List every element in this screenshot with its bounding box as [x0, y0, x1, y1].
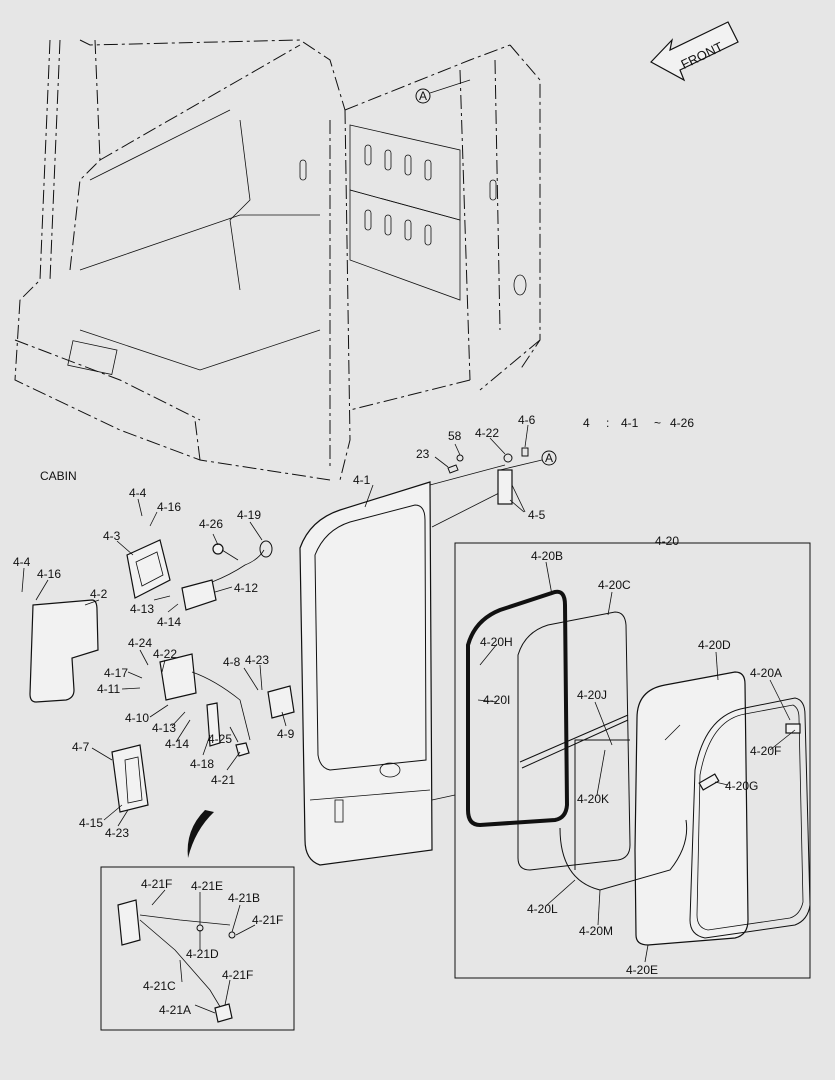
label-4-21c: 4-21C [143, 979, 176, 993]
label-4-20i: 4-20I [483, 693, 510, 707]
label-4-13: 4-13 [130, 602, 154, 616]
lock-assembly-4-12 [181, 540, 273, 611]
range-tilde: ~ [654, 416, 661, 430]
window-seal-4-20b [466, 589, 570, 828]
label-4-18: 4-18 [190, 757, 214, 771]
window-glass-4-20d [634, 671, 749, 946]
handle-4-7 [111, 744, 149, 813]
detail-pointer-arrow [187, 810, 214, 858]
label-4-20e: 4-20E [626, 963, 658, 977]
label-4-16: 4-16 [37, 567, 61, 581]
label-4-20c: 4-20C [598, 578, 631, 592]
cabin-label: CABIN [40, 469, 77, 483]
label-4-24: 4-24 [128, 636, 152, 650]
label-4-7: 4-7 [72, 740, 90, 754]
hinge-4-5 [447, 447, 529, 513]
window-seal-4-20a [689, 697, 811, 939]
window-frame-4-20c [517, 611, 631, 871]
part-4-3-plate [126, 539, 171, 599]
label-4-10: 4-10 [125, 711, 149, 725]
front-direction-arrow: FRONT [650, 21, 739, 82]
label-4-9: 4-9 [277, 727, 295, 741]
label-4-14: 4-14 [165, 737, 189, 751]
window-group-4-20-box [454, 542, 811, 979]
range-colon: : [606, 416, 609, 430]
channel-4-20k [574, 739, 630, 870]
label-23: 23 [416, 447, 430, 461]
label-4-21e: 4-21E [191, 879, 223, 893]
label-4-21f: 4-21F [141, 877, 172, 891]
cabin-frame [14, 39, 541, 481]
label-4-21d: 4-21D [186, 947, 219, 961]
label-4-20h: 4-20H [480, 635, 513, 649]
label-4-20b: 4-20B [531, 549, 563, 563]
label-4-6: 4-6 [518, 413, 536, 427]
label-4-20g: 4-20G [725, 779, 758, 793]
label-4-21f: 4-21F [222, 968, 253, 982]
svg-text:A: A [545, 451, 553, 465]
label-4-20a: 4-20A [750, 666, 782, 680]
detail-box-4-21 [100, 866, 295, 1031]
reference-a-door: A [499, 450, 557, 471]
label-4-23: 4-23 [105, 826, 129, 840]
detail-4-21-wiring [117, 899, 236, 1023]
label-4-17: 4-17 [104, 666, 128, 680]
label-4-4: 4-4 [13, 555, 31, 569]
range-to: 4-26 [670, 416, 694, 430]
label-4-21b: 4-21B [228, 891, 260, 905]
label-4-11: 4-11 [97, 682, 120, 696]
label-4-20l: 4-20L [527, 902, 558, 916]
label-58: 58 [448, 429, 462, 443]
label-4-1: 4-1 [353, 473, 371, 487]
latch-4-10 [159, 653, 295, 757]
label-4-20m: 4-20M [579, 924, 613, 938]
label-4-3: 4-3 [103, 529, 121, 543]
label-4-23: 4-23 [245, 653, 269, 667]
part-4-2-cover [29, 599, 99, 703]
label-4-20: 4-20 [655, 534, 679, 548]
label-4-15: 4-15 [79, 816, 103, 830]
label-4-22: 4-22 [475, 426, 499, 440]
part-labels: 4 : 4-1 ~ 4-26 CABIN 4-1 4-2 4-3 4-4 4-4… [13, 413, 782, 1017]
label-4-25: 4-25 [208, 732, 232, 746]
label-4-22: 4-22 [153, 647, 177, 661]
label-4-21: 4-21 [211, 773, 235, 787]
label-4-12: 4-12 [234, 581, 258, 595]
reference-a-top: A [415, 79, 471, 104]
label-4-16: 4-16 [157, 500, 181, 514]
label-4-13: 4-13 [152, 721, 176, 735]
range-group: 4 [583, 416, 590, 430]
leader-lines [21, 424, 796, 1014]
label-4-20d: 4-20D [698, 638, 731, 652]
svg-text:A: A [419, 89, 427, 103]
range-from: 4-1 [621, 416, 639, 430]
label-4-2: 4-2 [90, 587, 108, 601]
label-4-26: 4-26 [199, 517, 223, 531]
cabin-door-panel [299, 464, 506, 866]
label-4-4: 4-4 [129, 486, 147, 500]
label-4-20k: 4-20K [577, 792, 609, 806]
label-4-14: 4-14 [157, 615, 181, 629]
label-4-19: 4-19 [237, 508, 261, 522]
label-4-20f: 4-20F [750, 744, 781, 758]
label-4-8: 4-8 [223, 655, 241, 669]
label-4-21f: 4-21F [252, 913, 283, 927]
channel-4-20l-4-20m [559, 819, 688, 891]
label-4-5: 4-5 [528, 508, 546, 522]
label-4-20j: 4-20J [577, 688, 607, 702]
label-4-21a: 4-21A [159, 1003, 191, 1017]
